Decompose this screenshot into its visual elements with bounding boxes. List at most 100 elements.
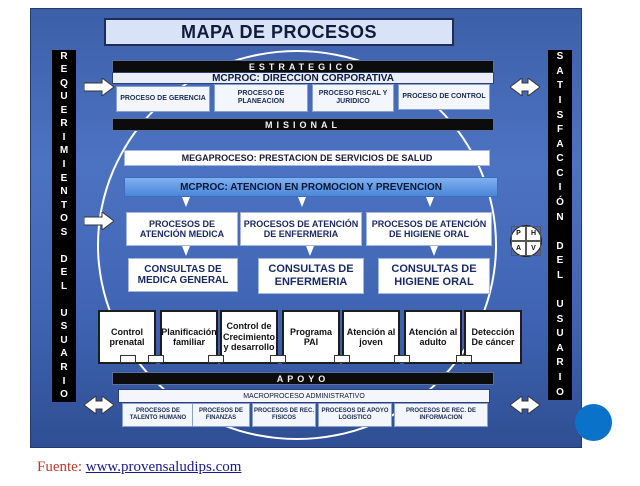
support-box-4: PROCESOS DE APOYO LOGISTICO — [318, 403, 392, 427]
left-side-letter: S — [60, 321, 68, 333]
right-side-letter: F — [556, 124, 564, 136]
left-side-letter: T — [60, 199, 68, 211]
left-side-letter: N — [60, 186, 68, 198]
phva-p: P — [511, 226, 526, 241]
left-side-letter: E — [60, 64, 68, 76]
left-side-letter: U — [60, 307, 68, 319]
arrow-right-bottom-icon — [510, 396, 540, 414]
connector — [148, 355, 164, 363]
arrow-left-bottom-icon — [84, 396, 114, 414]
consult-higiene-oral: CONSULTAS DE HIGIENE ORAL — [378, 258, 490, 294]
strategic-box-4: PROCESO DE CONTROL — [398, 84, 490, 110]
left-side-letter: U — [60, 334, 68, 346]
right-side-letter: S — [556, 51, 564, 63]
left-side-letter: R — [60, 361, 68, 373]
strategic-box-3: PROCESO FISCAL Y JURIDICO — [312, 84, 394, 112]
left-side-letter: D — [60, 253, 68, 265]
phva-cycle-icon: P H A V — [510, 225, 542, 257]
right-side-letter: U — [556, 299, 564, 311]
consult-enfermeria: CONSULTAS DE ENFERMERIA — [258, 258, 364, 294]
service-programa-pai: Programa PAI — [282, 310, 340, 364]
left-side-letter — [63, 241, 66, 251]
right-side-letter: I — [558, 182, 562, 194]
right-side-letter: S — [556, 313, 564, 325]
left-side-letter: E — [60, 267, 68, 279]
connector — [120, 355, 136, 363]
support-box-1: PROCESOS DE TALENTO HUMANO — [122, 403, 194, 427]
right-side-letter: E — [556, 255, 564, 267]
right-side-letter: Ó — [556, 197, 564, 209]
right-side-letter: R — [556, 357, 564, 369]
process-atencion-enfermeria: PROCESOS DE ATENCIÓN DE ENFERMERIA — [240, 212, 362, 246]
strategic-macro: MCPROC: DIRECCION CORPORATIVA — [112, 72, 494, 84]
arrow-right-top-icon — [510, 78, 540, 96]
connector — [270, 355, 286, 363]
arrow-left-middle-icon — [84, 212, 114, 230]
right-side-letter: T — [556, 80, 564, 92]
arrow-left-top-icon — [84, 78, 114, 96]
right-side-letter: S — [556, 109, 564, 121]
support-box-3: PROCESOS DE REC. FISICOS — [252, 403, 316, 427]
down-arrow-icon — [426, 197, 434, 207]
right-side-letter: D — [556, 240, 564, 252]
connector — [456, 355, 472, 363]
left-side-letter: I — [62, 375, 66, 387]
left-side-letter: Q — [60, 77, 68, 89]
phva-v: V — [526, 241, 541, 256]
left-side-letter: R — [60, 50, 68, 62]
right-side-letter: C — [556, 167, 564, 179]
missional-band: MISIONAL — [112, 118, 494, 131]
left-side-letter: A — [60, 348, 68, 360]
right-side-letter: O — [556, 386, 564, 398]
process-atencion-higiene-oral: PROCESOS DE ATENCIÓN DE HIGIENE ORAL — [366, 212, 492, 246]
service-control-prenatal: Control prenatal — [98, 310, 156, 364]
connector — [208, 355, 224, 363]
right-side-letter: L — [556, 269, 564, 281]
down-arrow-icon — [306, 246, 314, 256]
left-side-letter: O — [60, 213, 68, 225]
right-side-letter: N — [556, 211, 564, 223]
right-side-letter: U — [556, 328, 564, 340]
left-side-letter — [63, 295, 66, 305]
consult-medica-general: CONSULTAS DE MEDICA GENERAL — [128, 258, 238, 292]
service-atencion-adulto: Atención al adulto — [404, 310, 462, 364]
right-side-letter: A — [556, 138, 564, 150]
support-box-5: PROCESOS DE REC. DE INFORMACION — [394, 403, 488, 427]
strategic-box-2: PROCESO DE PLANEACION — [214, 84, 308, 112]
left-side-letter: I — [62, 131, 66, 143]
down-arrow-icon — [298, 197, 306, 207]
right-side-letter: C — [556, 153, 564, 165]
support-macro: MACROPROCESO ADMINISTRATIVO — [118, 389, 490, 403]
connector — [334, 355, 350, 363]
footer-label: Fuente: — [37, 459, 82, 475]
right-side-letter: A — [556, 65, 564, 77]
decorative-blue-dot — [575, 404, 612, 441]
process-atencion-medica: PROCESOS DE ATENCIÓN MEDICA — [126, 212, 238, 246]
service-crecimiento-desarrollo: Control de Crecimiento y desarrollo — [220, 310, 278, 364]
left-side-letter: L — [60, 280, 68, 292]
right-side-letter: I — [558, 95, 562, 107]
left-side-letter: E — [60, 172, 68, 184]
left-side-letter: M — [59, 145, 69, 157]
support-box-2: PROCESOS DE FINANZAS — [192, 403, 250, 427]
phva-h: H — [526, 226, 541, 241]
right-side-letter — [559, 286, 562, 296]
right-side-letter: I — [558, 372, 562, 383]
service-atencion-joven: Atención al joven — [342, 310, 400, 364]
down-arrow-icon — [182, 246, 190, 256]
left-side-letter: O — [60, 389, 68, 401]
page-title: MAPA DE PROCESOS — [104, 18, 454, 46]
left-side-letter: I — [62, 159, 66, 171]
support-band: APOYO — [112, 372, 494, 385]
macroprocess-bar: MCPROC: ATENCION EN PROMOCION Y PREVENCI… — [124, 177, 498, 197]
source-footer: Fuente: www.provensaludips.com — [37, 459, 241, 476]
service-deteccion-cancer: Detección De cáncer — [464, 310, 522, 364]
strategic-box-1: PROCESO DE GERENCIA — [116, 86, 210, 112]
left-side-letter: E — [60, 104, 68, 116]
right-side-letter: A — [556, 342, 564, 354]
down-arrow-icon — [430, 246, 438, 256]
left-side-letter: U — [60, 91, 68, 103]
footer-link[interactable]: www.provensaludips.com — [85, 459, 242, 475]
